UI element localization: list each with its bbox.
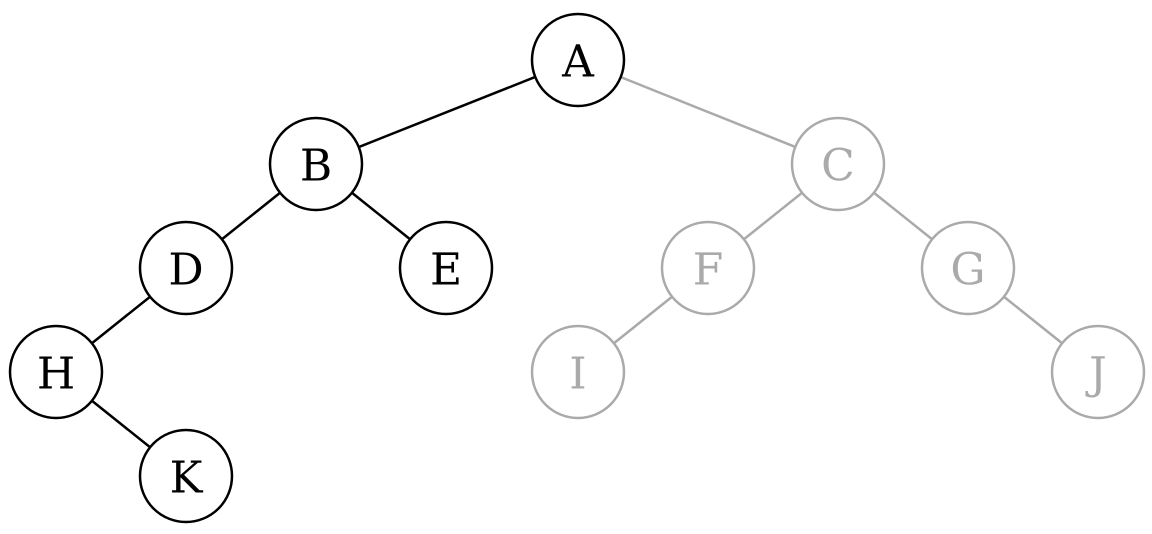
edge-g-j bbox=[1003, 295, 1063, 345]
node-h: H bbox=[8, 324, 104, 420]
edge-b-d bbox=[221, 191, 281, 241]
node-j: J bbox=[1050, 324, 1146, 420]
node-label: A bbox=[561, 37, 595, 88]
node-label: E bbox=[430, 245, 462, 296]
edge-a-b bbox=[358, 75, 536, 149]
node-circle bbox=[920, 220, 1016, 316]
node-label: J bbox=[1085, 349, 1107, 400]
node-circle bbox=[530, 12, 626, 108]
node-circle bbox=[1050, 324, 1146, 420]
edge-c-g bbox=[873, 191, 933, 241]
edge-h-k bbox=[91, 399, 151, 449]
edge-d-h bbox=[91, 295, 151, 345]
node-b: B bbox=[268, 116, 364, 212]
node-circle bbox=[790, 116, 886, 212]
node-label: D bbox=[168, 245, 203, 296]
nodes-layer: A B C D E F G H I J K bbox=[8, 12, 1146, 524]
node-f: F bbox=[660, 220, 756, 316]
node-circle bbox=[660, 220, 756, 316]
node-e: E bbox=[398, 220, 494, 316]
node-label: C bbox=[821, 141, 855, 192]
node-label: I bbox=[569, 349, 586, 400]
node-d: D bbox=[138, 220, 234, 316]
edge-c-f bbox=[743, 191, 803, 241]
node-label: K bbox=[170, 453, 204, 504]
node-label: B bbox=[300, 141, 332, 192]
node-circle bbox=[398, 220, 494, 316]
node-circle bbox=[268, 116, 364, 212]
node-circle bbox=[530, 324, 626, 420]
node-k: K bbox=[138, 428, 234, 524]
edge-a-c bbox=[620, 75, 796, 149]
edges-layer bbox=[91, 75, 1063, 449]
edge-b-e bbox=[351, 191, 411, 241]
node-i: I bbox=[530, 324, 626, 420]
node-label: F bbox=[693, 245, 724, 296]
node-a: A bbox=[530, 12, 626, 108]
node-circle bbox=[8, 324, 104, 420]
node-circle bbox=[138, 428, 234, 524]
node-g: G bbox=[920, 220, 1016, 316]
node-c: C bbox=[790, 116, 886, 212]
node-label: H bbox=[37, 349, 75, 400]
edge-f-i bbox=[613, 295, 673, 345]
node-circle bbox=[138, 220, 234, 316]
node-label: G bbox=[950, 245, 985, 296]
